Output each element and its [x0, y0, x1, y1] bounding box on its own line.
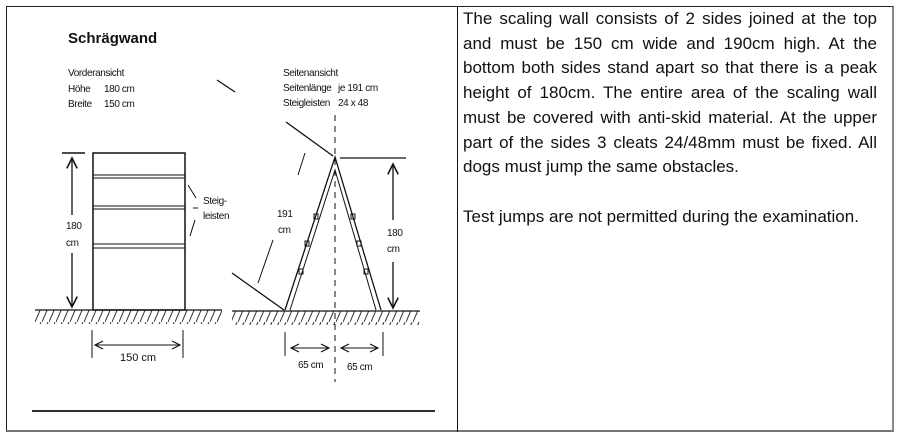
height-value: 180 cm [104, 84, 134, 95]
table-border [6, 6, 894, 432]
description-cell: The scaling wall consists of 2 sides joi… [463, 7, 877, 229]
front-height-unit: cm [66, 238, 79, 249]
width-value: 150 cm [104, 99, 134, 110]
cleat-label-2: leisten [203, 211, 229, 222]
cleats-value: 24 x 48 [338, 98, 369, 109]
side-height-unit: cm [387, 244, 400, 255]
half-base-left: 65 cm [298, 360, 323, 371]
front-view: 180 cm Steig- leisten 150 cm [35, 152, 230, 364]
cleat-label-1: Steig- [203, 196, 227, 207]
width-label: Breite [68, 99, 93, 110]
side-view: 180 cm 191 cm 65 cm 65 cm [231, 115, 420, 382]
scaling-wall-diagram: Schrägwand Vorderansicht Höhe 180 cm Bre… [32, 30, 435, 412]
side-length-number: 191 [277, 209, 293, 220]
side-view-heading: Seitenansicht [283, 68, 338, 79]
side-length-label: Seitenlänge [283, 83, 332, 94]
cleats-label: Steigleisten [283, 98, 330, 109]
side-length-unit: cm [278, 225, 291, 236]
column-divider [457, 6, 458, 432]
description-paragraph: The scaling wall consists of 2 sides joi… [463, 9, 877, 177]
front-width-dimension: 150 cm [120, 352, 156, 364]
front-height-number: 180 [66, 221, 82, 232]
half-base-right: 65 cm [347, 362, 372, 373]
side-height-number: 180 [387, 228, 403, 239]
front-view-heading: Vorderansicht [68, 68, 125, 79]
height-label: Höhe [68, 84, 91, 95]
test-jumps-note: Test jumps are not permitted during the … [463, 206, 859, 226]
side-length-value: je 191 cm [337, 83, 378, 94]
diagram-title: Schrägwand [68, 30, 157, 47]
